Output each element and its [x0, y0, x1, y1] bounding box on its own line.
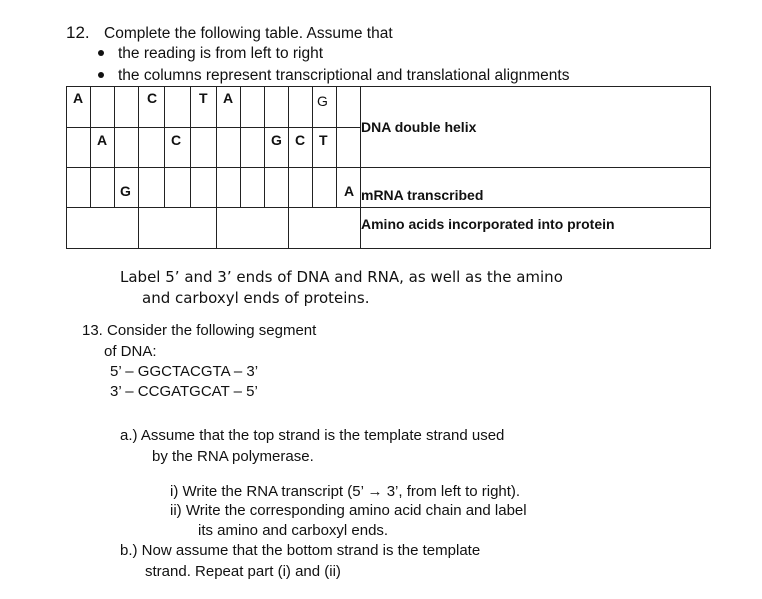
- dna-cell[interactable]: [114, 86, 139, 168]
- codon-cell[interactable]: [66, 207, 139, 249]
- amino-row: Amino acids incorporated into protein: [66, 207, 711, 249]
- part-b-line-1: b.) Now assume that the bottom strand is…: [120, 542, 481, 559]
- base-letter: A: [73, 90, 84, 106]
- dna-cell[interactable]: G: [264, 86, 289, 168]
- base-letter: G: [271, 132, 282, 148]
- part-a-ii-line-1: ii) Write the corresponding amino acid c…: [170, 502, 527, 519]
- base-letter: A: [223, 90, 234, 106]
- mrna-cell[interactable]: [216, 167, 241, 208]
- base-letter: C: [171, 132, 182, 148]
- mrna-cell[interactable]: [138, 167, 165, 208]
- dna-bottom-strand: 3’ – CCGATGCAT – 5’: [110, 383, 258, 400]
- dna-cell[interactable]: C: [164, 86, 191, 168]
- mrna-cell[interactable]: A: [336, 167, 361, 208]
- label-instruction-line-2: and carboxyl ends of proteins.: [142, 289, 370, 307]
- codon-cell[interactable]: [216, 207, 289, 249]
- part-a-ii-line-2: its amino and carboxyl ends.: [198, 522, 389, 539]
- mrna-cell[interactable]: [90, 167, 115, 208]
- bullet-text: the reading is from left to right: [118, 45, 324, 62]
- mrna-cell[interactable]: [190, 167, 217, 208]
- part-a-line-1: a.) Assume that the top strand is the te…: [120, 427, 505, 444]
- base-letter: C: [147, 90, 158, 106]
- part-a-line-2: by the RNA polymerase.: [152, 448, 314, 465]
- base-letter: G: [120, 183, 131, 199]
- codon-cell[interactable]: [138, 207, 217, 249]
- codon-cell[interactable]: [288, 207, 361, 249]
- question-13-title: 13. Consider the following segment: [82, 322, 317, 339]
- assumption-bullet-1: the reading is from left to right: [98, 45, 323, 63]
- base-letter: A: [97, 132, 108, 148]
- mrna-cell[interactable]: [66, 167, 91, 208]
- part-b-line-2: strand. Repeat part (i) and (ii): [145, 563, 341, 580]
- label-instruction-line-1: Label 5’ and 3’ ends of DNA and RNA, as …: [120, 268, 563, 286]
- mrna-cell[interactable]: G: [114, 167, 139, 208]
- base-letter: T: [199, 90, 208, 106]
- dna-cell[interactable]: A: [216, 86, 241, 168]
- dna-row-label: DNA double helix: [360, 86, 711, 168]
- dna-cell[interactable]: A: [66, 86, 91, 168]
- dna-cell[interactable]: [240, 86, 265, 168]
- bullet-text: the columns represent transcriptional an…: [118, 67, 570, 84]
- bullet-dot: [98, 49, 104, 56]
- question-12-title: Complete the following table. Assume tha…: [104, 25, 393, 42]
- mrna-row-label: mRNA transcribed: [360, 167, 711, 208]
- dna-cell[interactable]: C: [288, 86, 313, 168]
- part-a-i: i) Write the RNA transcript (5’ → 3’, fr…: [170, 483, 521, 500]
- mrna-cell[interactable]: [164, 167, 191, 208]
- amino-row-label: Amino acids incorporated into protein: [360, 207, 711, 249]
- mrna-cell[interactable]: [312, 167, 337, 208]
- question-12-number: 12.: [66, 23, 90, 42]
- question-13-title-line-2: of DNA:: [104, 343, 157, 360]
- mrna-cell[interactable]: [264, 167, 289, 208]
- bullet-dot: [98, 71, 104, 78]
- base-letter: G: [317, 93, 328, 109]
- dna-cell[interactable]: C: [138, 86, 165, 168]
- dna-cell[interactable]: T: [190, 86, 217, 168]
- mrna-cell[interactable]: [288, 167, 313, 208]
- base-letter: C: [295, 132, 306, 148]
- dna-cell[interactable]: [336, 86, 361, 168]
- mrna-cell[interactable]: [240, 167, 265, 208]
- base-letter: A: [344, 183, 355, 199]
- base-letter: T: [319, 132, 328, 148]
- mrna-row: G A mRNA transcribed: [66, 167, 711, 208]
- dna-cell[interactable]: A: [90, 86, 115, 168]
- dna-top-strand: 5’ – GGCTACGTA – 3’: [110, 363, 259, 380]
- assumption-bullet-2: the columns represent transcriptional an…: [98, 67, 569, 85]
